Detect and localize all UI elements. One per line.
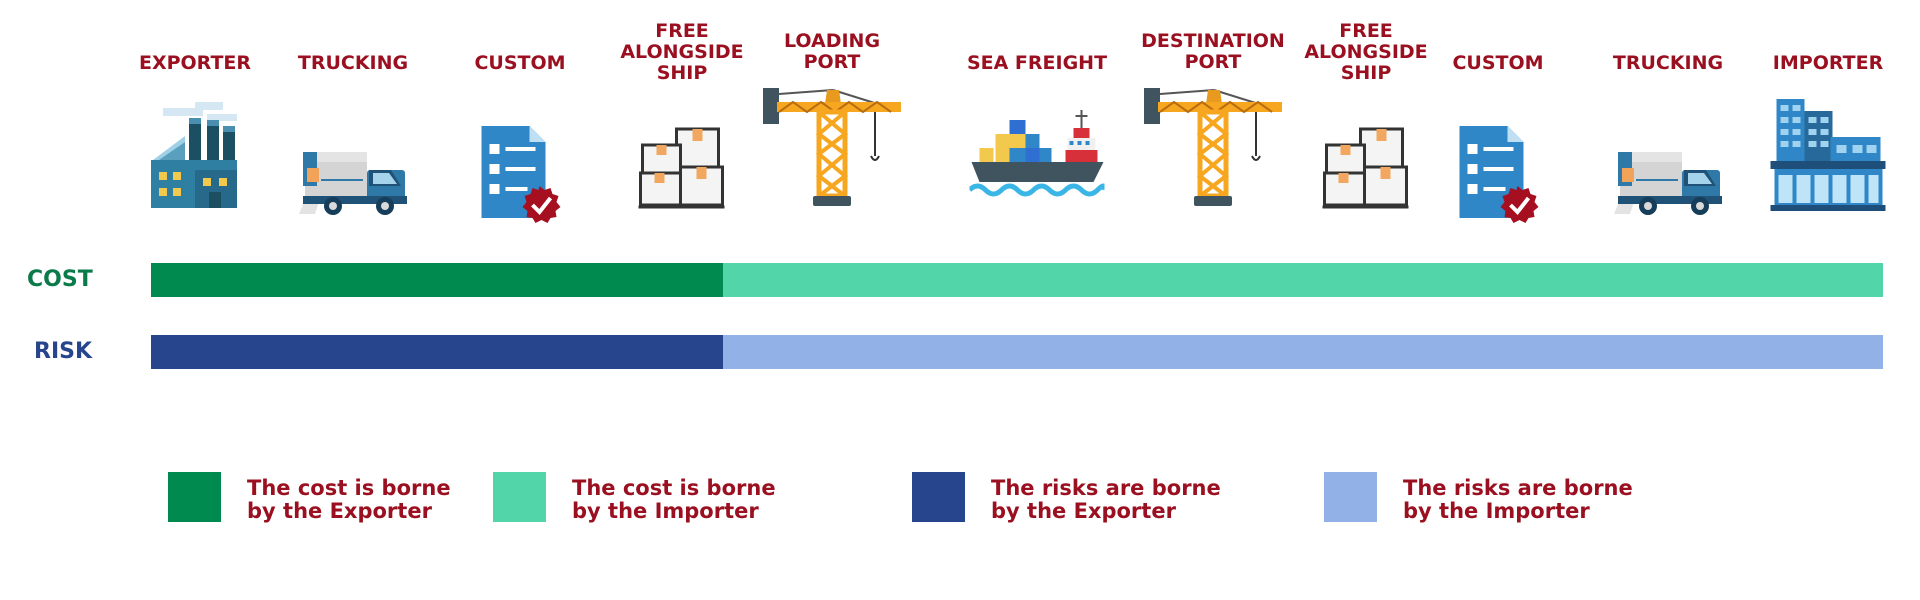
customs-document-icon [478,122,563,224]
cargo-ship-icon [967,110,1108,200]
stage-label: CUSTOM [1452,52,1544,74]
risk-bar-importer-segment [723,335,1883,369]
cost-bar-importer-segment [723,263,1883,297]
office-building-icon [1770,97,1886,212]
stage-label: CUSTOM [474,52,566,74]
legend-text: The risks are borne by the Importer [1403,476,1633,523]
legend-swatch [168,472,221,522]
stage-label: FREE ALONGSIDE SHIP [620,20,744,84]
stage-label: DESTINATION PORT [1141,30,1285,73]
stage-label: IMPORTER [1772,52,1884,74]
legend-swatch [1324,472,1377,522]
factory-icon [145,100,245,212]
customs-document-icon [1456,122,1541,224]
risk-row-label: RISK [34,339,93,364]
risk-bar-exporter-segment [151,335,723,369]
legend-text: The cost is borne by the Exporter [247,476,451,523]
stage-label: FREE ALONGSIDE SHIP [1304,20,1428,84]
cost-bar-exporter-segment [151,263,723,297]
legend-swatch [493,472,546,522]
stage-label: EXPORTER [138,52,252,74]
cargo-boxes-icon [635,125,730,210]
stage-label: TRUCKING [1612,52,1724,74]
stage-label: TRUCKING [297,52,409,74]
port-crane-icon [757,84,907,209]
legend-text: The cost is borne by the Importer [572,476,776,523]
stage-label: SEA FREIGHT [966,52,1108,74]
truck-icon [1608,140,1728,220]
stage-label: LOADING PORT [783,30,881,73]
legend-text: The risks are borne by the Exporter [991,476,1221,523]
cargo-boxes-icon [1319,125,1414,210]
cost-row-label: COST [27,267,93,292]
legend-swatch [912,472,965,522]
port-crane-icon [1138,84,1288,209]
truck-icon [293,140,413,220]
